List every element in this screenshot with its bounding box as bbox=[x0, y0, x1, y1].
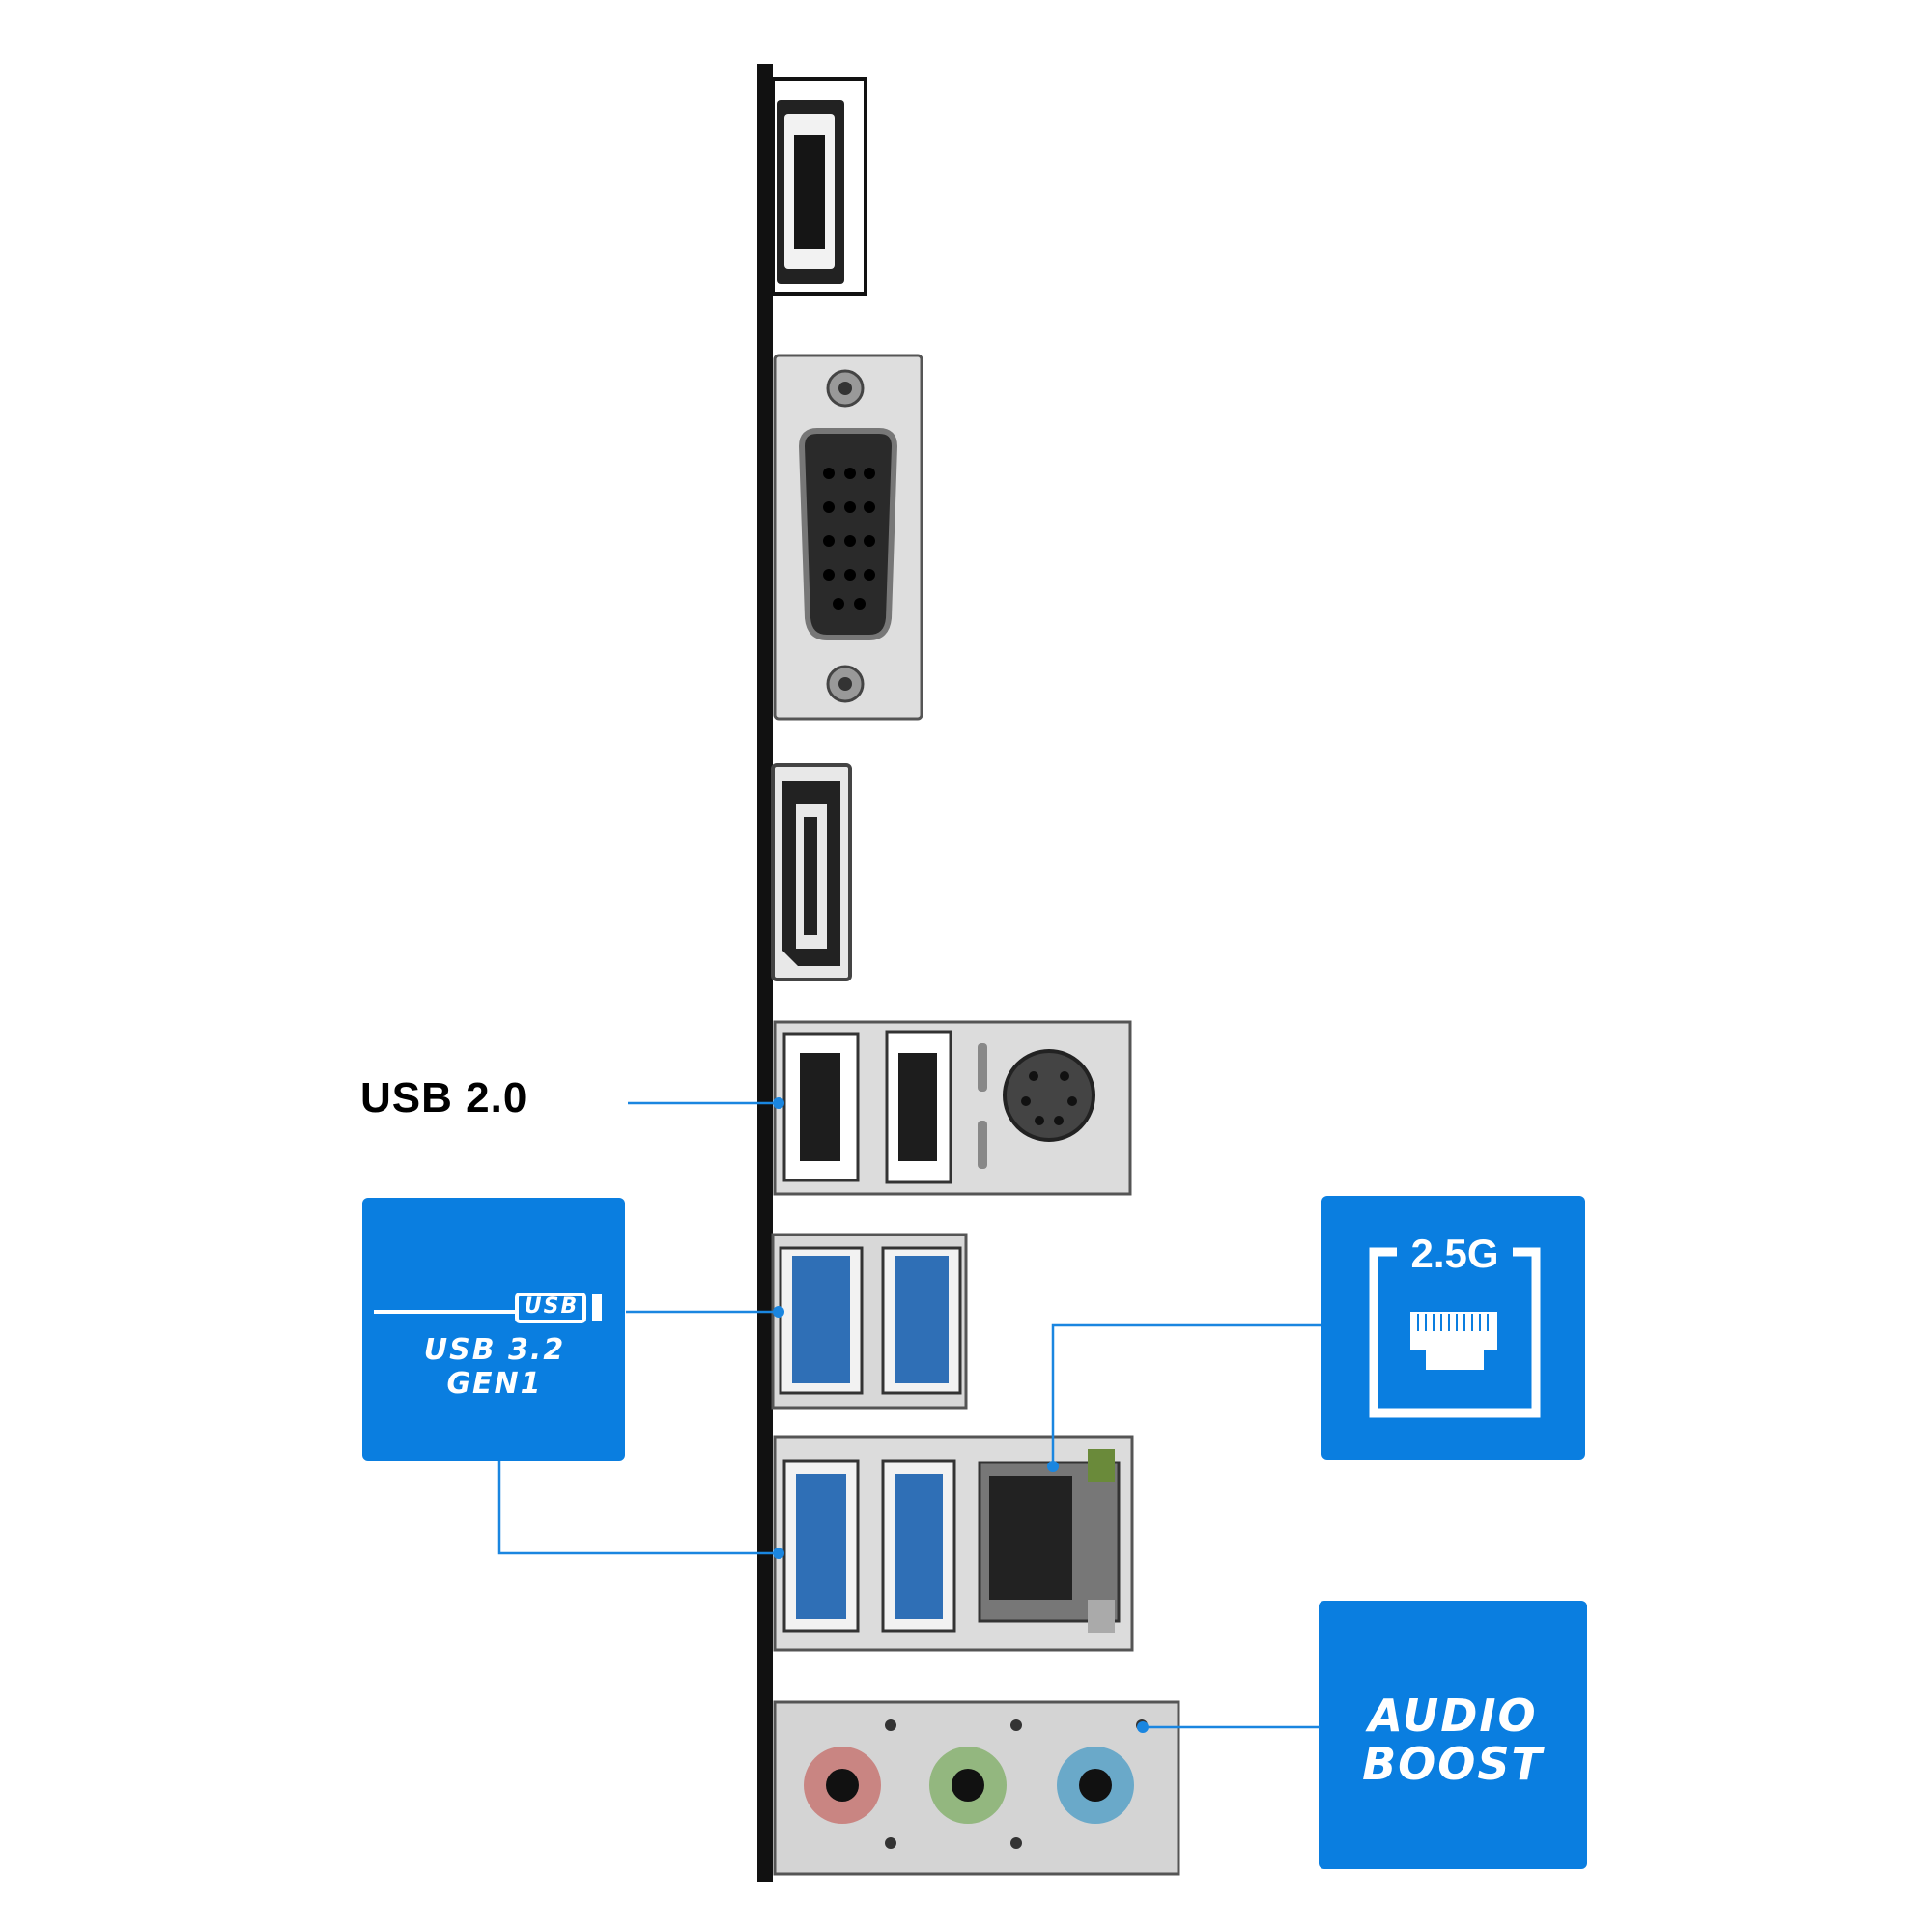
displayport-port bbox=[771, 763, 852, 981]
hdmi-port bbox=[771, 77, 867, 296]
vga-port bbox=[773, 354, 923, 721]
audio-line1: AUDIO bbox=[1368, 1690, 1538, 1742]
audio-jacks-block bbox=[773, 1700, 1180, 1876]
ethernet-port-icon bbox=[1369, 1233, 1541, 1418]
usb32-top-pair bbox=[771, 1233, 968, 1410]
lan-card: 2.5G bbox=[1321, 1196, 1585, 1460]
usb32-card: USB USB 3.2 GEN1 bbox=[362, 1198, 625, 1461]
usb32-lan-block bbox=[773, 1435, 1134, 1652]
usb2-label: USB 2.0 bbox=[360, 1074, 528, 1122]
usb32-text: USB 3.2 GEN1 bbox=[423, 1333, 566, 1401]
usb-logo-icon bbox=[374, 1293, 602, 1323]
usb-badge-text: USB bbox=[524, 1294, 580, 1319]
audio-boost-card: AUDIO BOOST bbox=[1319, 1601, 1587, 1869]
audio-line2: BOOST bbox=[1362, 1738, 1544, 1790]
usb2-ps2-block bbox=[773, 1020, 1132, 1196]
lan-speed-text: 2.5G bbox=[1410, 1231, 1499, 1276]
callout-lines bbox=[497, 1101, 1321, 1729]
io-bracket bbox=[757, 64, 773, 1882]
